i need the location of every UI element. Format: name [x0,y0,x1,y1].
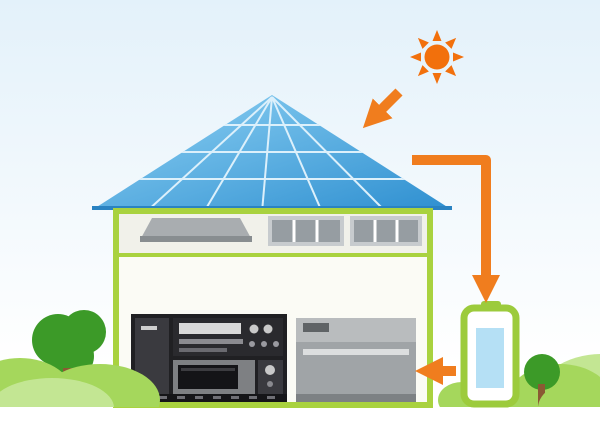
house [113,208,433,408]
kitchen-stove-appliance [131,314,287,402]
arrow-roof-to-battery [412,155,500,303]
second-floor-windows [268,216,422,246]
window-pane [354,220,418,242]
bush [0,378,114,407]
dishwasher-handle [303,349,409,355]
storage-battery [460,301,520,408]
bushes-left [0,358,160,407]
drawer-handle [141,326,157,330]
stove-base [131,394,287,402]
dishwasher-base [296,394,416,402]
sun-ray [432,30,442,41]
control-button [261,341,267,347]
hood-base [140,236,252,242]
tree-right [524,354,600,407]
sun-disc [424,44,450,70]
control-button [273,341,279,347]
dishwasher-control [303,323,329,332]
oven-knob [265,365,275,375]
sun-icon [410,30,464,84]
window [350,216,422,246]
house-outline [113,208,433,408]
sun-ray [445,37,457,49]
button-row [179,348,227,352]
sun-ray [432,73,442,84]
window-pane [272,220,340,242]
control-button [249,341,255,347]
dishwasher-appliance [296,318,416,402]
tree-trunk [538,384,545,406]
sun-ray [417,65,429,77]
hood-body [140,218,252,240]
bush [538,378,600,407]
range-hood [140,218,252,242]
sun-ray [445,65,457,77]
display-screen [179,323,241,334]
control-knob [263,324,273,334]
control-knob [249,324,259,334]
window [268,216,344,246]
button-row [179,339,243,344]
sun-ray [453,52,464,62]
greenery [0,310,600,407]
sun-ray [417,37,429,49]
energy-flow-arrows [362,88,500,385]
oven-button [267,381,273,387]
battery-charge-level [476,328,504,388]
tree-canopy [524,354,560,390]
sun-ray [410,52,421,62]
oven-window-line [181,368,235,371]
arrow-sun-to-roof [362,88,403,129]
